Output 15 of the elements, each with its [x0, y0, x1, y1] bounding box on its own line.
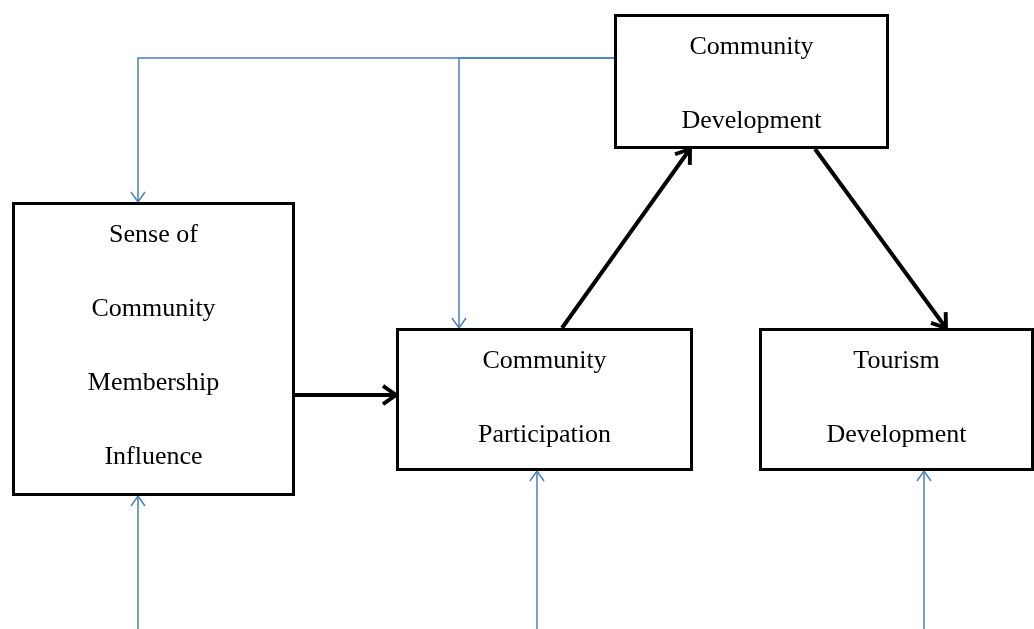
process-box	[396, 328, 693, 471]
box-label: Community Participation	[477, 344, 612, 450]
process-box	[12, 202, 295, 496]
arrow	[560, 147, 692, 330]
box-label: Sense of Community Membership Influence	[86, 218, 221, 472]
arrow	[451, 57, 615, 329]
arrow	[295, 383, 398, 407]
box-label: Tourism Development	[825, 344, 968, 450]
process-box	[614, 14, 889, 149]
arrow	[813, 147, 948, 330]
arrow	[529, 470, 545, 629]
arrow	[916, 470, 932, 629]
process-box	[759, 328, 1034, 471]
box-label: Community Development	[680, 30, 823, 136]
arrow	[130, 495, 146, 629]
